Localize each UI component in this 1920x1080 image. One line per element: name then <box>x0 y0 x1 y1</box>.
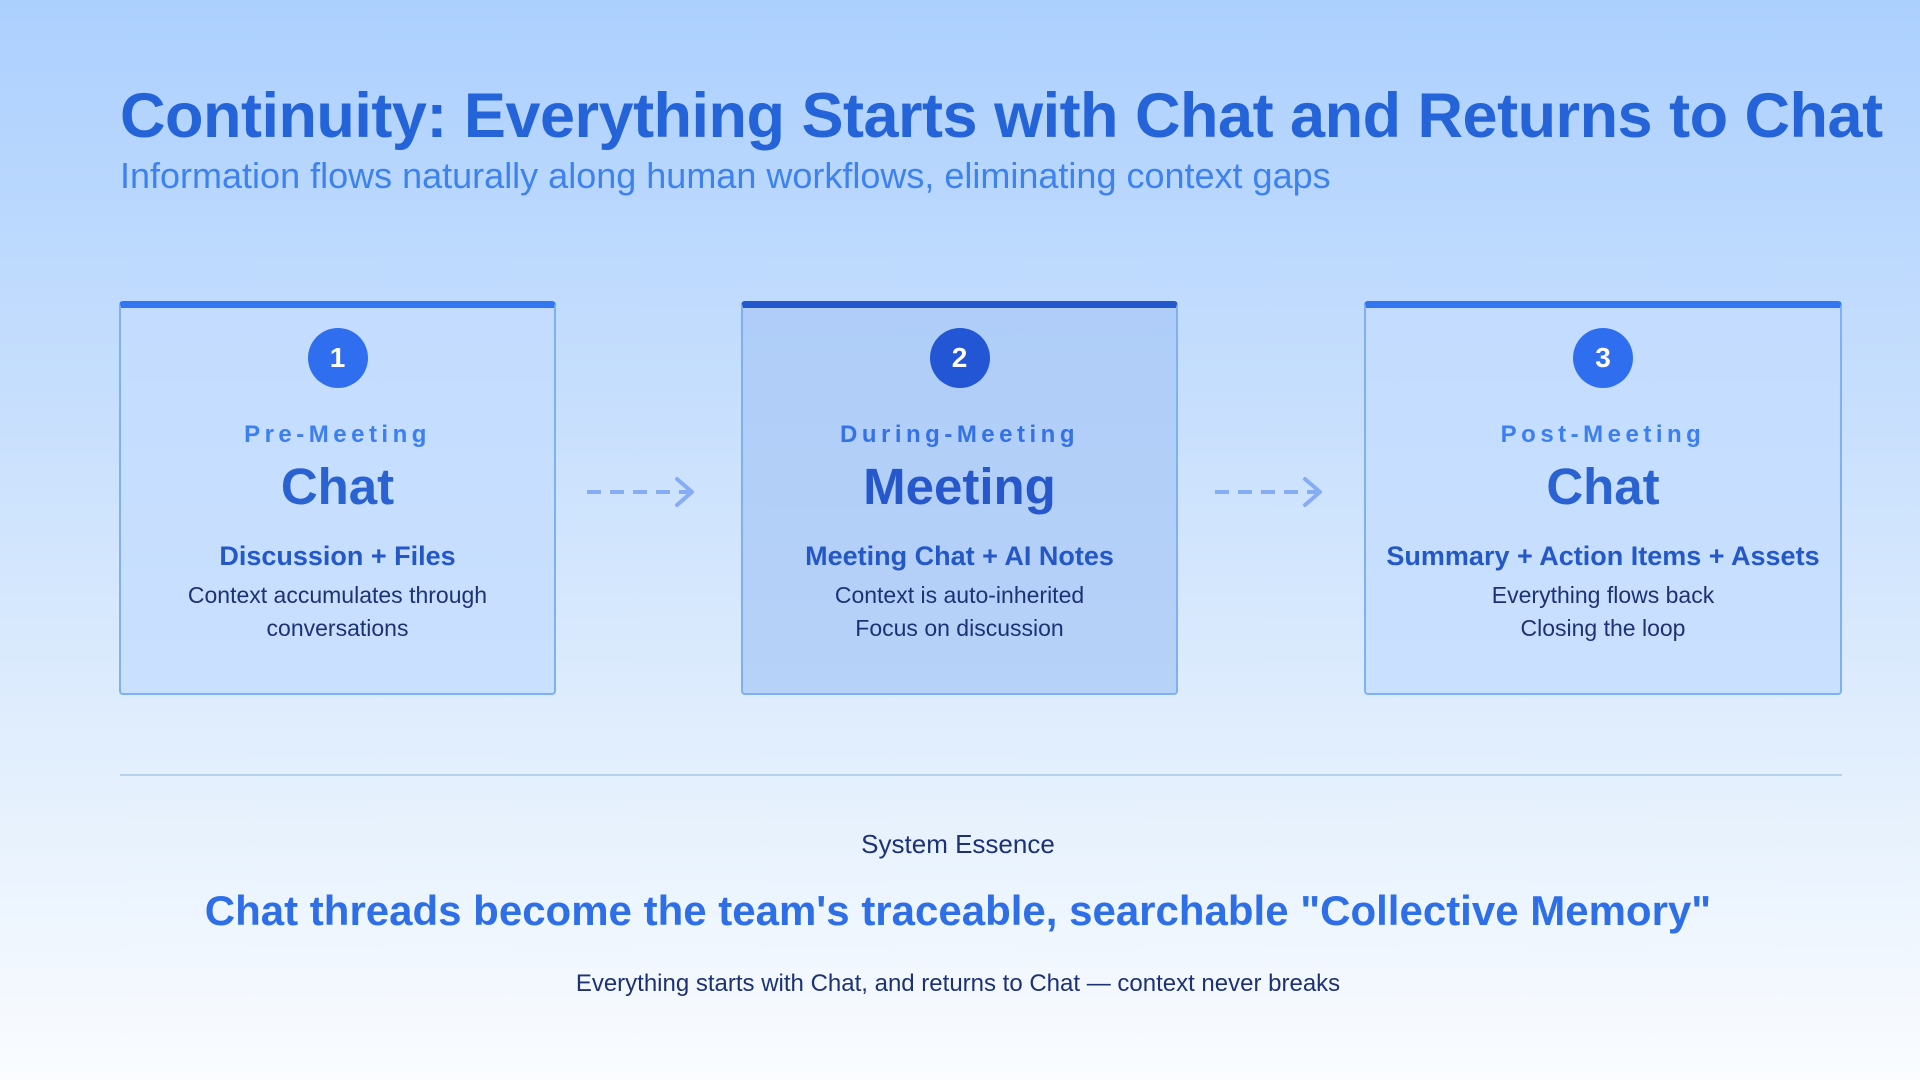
essence-footer: Everything starts with Chat, and returns… <box>575 970 1341 997</box>
section-divider <box>120 774 1842 776</box>
stage-card-during-meeting: 2 During-Meeting Meeting Meeting Chat + … <box>741 301 1178 695</box>
stage-detail: Meeting Chat + AI Notes <box>805 541 1114 571</box>
stage-description-line: Context is auto-inherited <box>834 582 1085 608</box>
stage-label: Pre-Meeting <box>244 421 431 448</box>
stage-label: During-Meeting <box>840 421 1079 448</box>
stage-description: Context is auto-inherited Focus on discu… <box>743 579 1176 645</box>
step-number-badge: 2 <box>929 328 990 388</box>
stage-card-pre-meeting: 1 Pre-Meeting Chat Discussion + Files Co… <box>119 301 556 695</box>
stage-description-line: conversations <box>266 615 409 641</box>
step-number-badge: 1 <box>307 328 368 388</box>
essence-quote: Chat threads become the team's traceable… <box>204 887 1712 934</box>
stage-description-line: Context accumulates through <box>187 582 488 608</box>
page-title: Continuity: Everything Starts with Chat … <box>120 81 1883 151</box>
stage-main: Chat <box>280 458 395 515</box>
stage-card-post-meeting: 3 Post-Meeting Chat Summary + Action Ite… <box>1364 301 1842 695</box>
stage-description: Everything flows back Closing the loop <box>1366 579 1840 645</box>
step-number-badge: 3 <box>1573 328 1633 388</box>
stage-main: Meeting <box>863 458 1056 515</box>
stage-detail: Summary + Action Items + Assets <box>1386 541 1820 571</box>
stage-description-line: Closing the loop <box>1520 615 1686 641</box>
dashed-arrow-right-icon <box>587 477 694 507</box>
stage-description-line: Everything flows back <box>1491 582 1715 608</box>
dashed-arrow-right-icon <box>1215 477 1322 507</box>
page-subtitle: Information flows naturally along human … <box>120 155 1331 196</box>
stage-description-line: Focus on discussion <box>855 615 1064 641</box>
stage-main: Chat <box>1546 458 1660 515</box>
stage-description: Context accumulates through conversation… <box>121 579 554 645</box>
stage-detail: Discussion + Files <box>219 541 456 571</box>
essence-label: System Essence <box>861 829 1055 859</box>
stage-label: Post-Meeting <box>1500 421 1706 448</box>
